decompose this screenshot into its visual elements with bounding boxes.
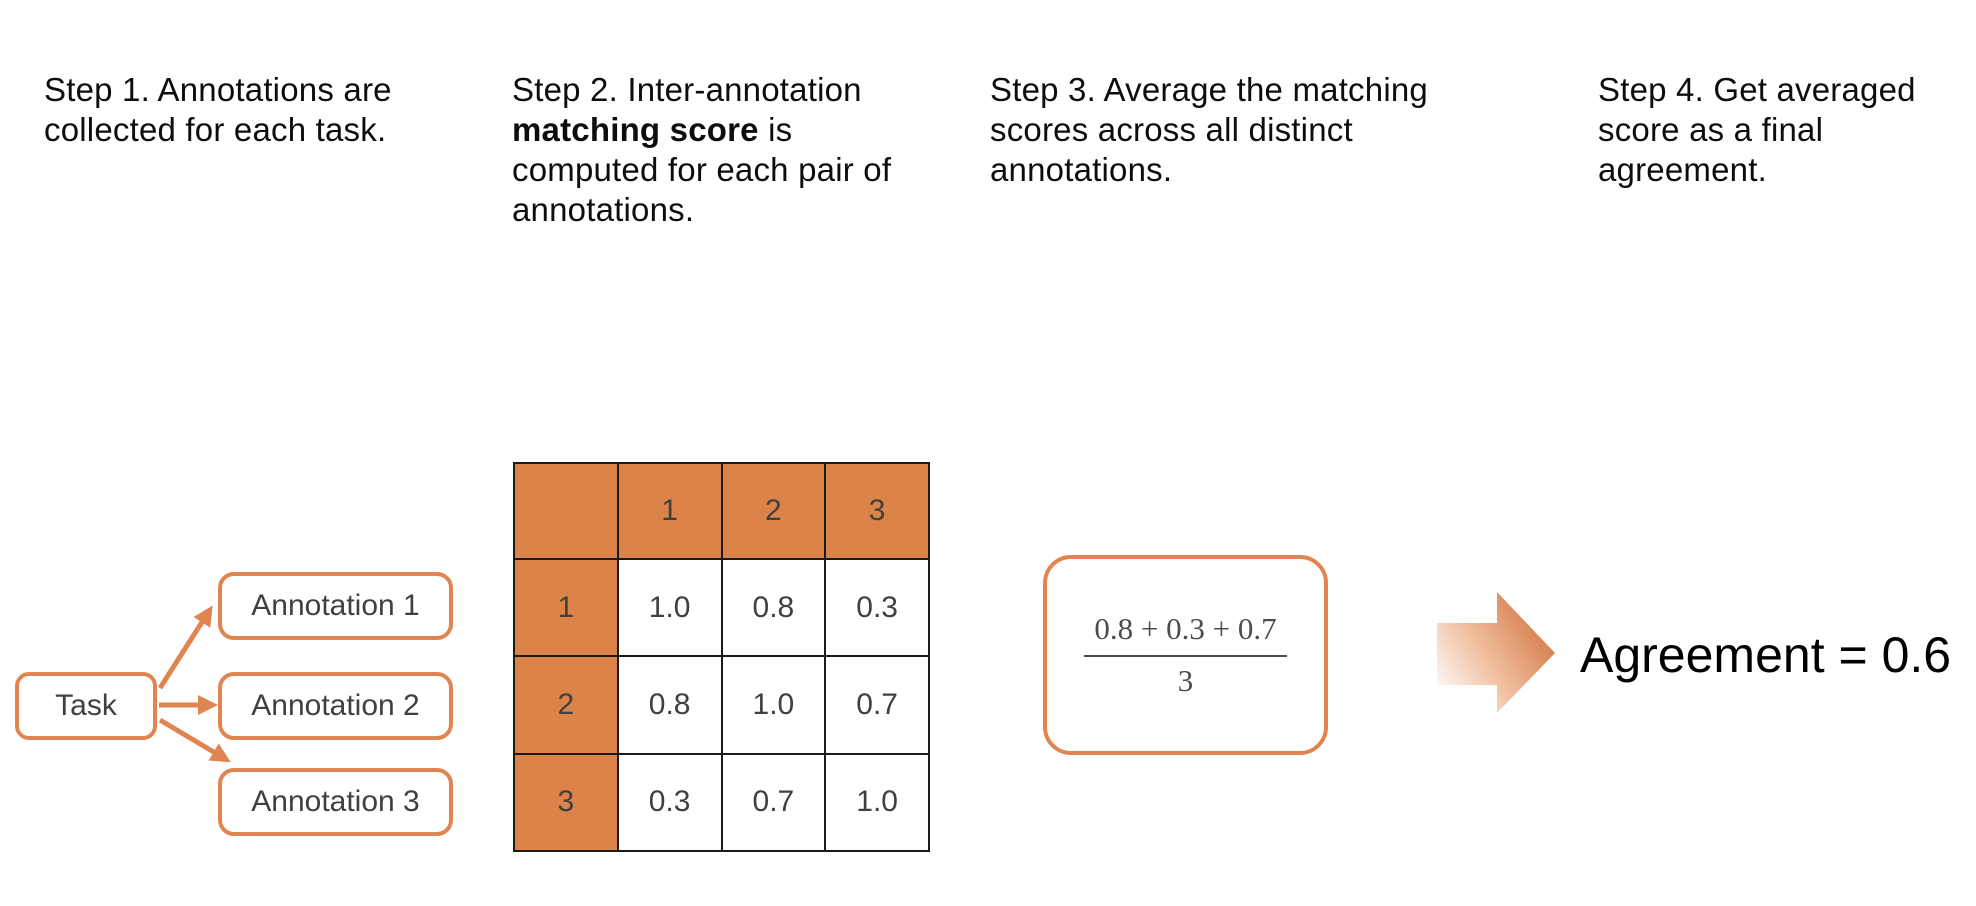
table-cell: 0.7 [720, 752, 827, 853]
step1-caption-line: collected for each task. [44, 111, 387, 148]
step2-caption-line: Step 2. Inter-annotation [512, 71, 862, 108]
table-cell: 0.8 [616, 655, 723, 755]
average-formula-box: 0.8 + 0.3 + 0.7 3 [1043, 555, 1328, 755]
table-cell: 0.8 [720, 558, 827, 658]
table-row: 2 0.8 1.0 0.7 [513, 655, 930, 755]
task-node-label: Task [55, 689, 117, 722]
step2-caption-line: matching score is [512, 110, 891, 150]
table-cell: 1.0 [720, 655, 827, 755]
matching-score-table: 1 2 3 1 1.0 0.8 0.3 2 0.8 1.0 0.7 3 0.3 … [513, 461, 930, 853]
table-col-header: 3 [824, 461, 930, 561]
table-cell: 1.0 [824, 752, 930, 853]
table-cell: 0.3 [616, 752, 723, 853]
step1-caption: Step 1. Annotations are collected for ea… [44, 70, 392, 150]
step4-caption: Step 4. Get averaged score as a final ag… [1598, 70, 1916, 190]
annotation-node-1-label: Annotation 1 [251, 589, 420, 622]
fraction-denominator: 3 [1177, 663, 1194, 698]
arrow-task-to-annotation-3 [158, 717, 231, 763]
fraction: 0.8 + 0.3 + 0.7 3 [1084, 611, 1287, 699]
table-col-header: 2 [720, 461, 827, 561]
table-row: 1 1.0 0.8 0.3 [513, 558, 930, 658]
step2-caption-line-rest: is [758, 111, 793, 148]
agreement-result-text: Agreement = 0.6 [1580, 627, 1952, 683]
annotation-node-2-label: Annotation 2 [251, 689, 420, 722]
step2-caption-line: computed for each pair of [512, 151, 892, 188]
table-row-header: 3 [513, 752, 619, 853]
annotation-node-3-label: Annotation 3 [251, 785, 420, 818]
step4-caption-line: score as a final [1598, 111, 1824, 148]
table-col-header: 1 [616, 461, 723, 561]
step4-caption-line: agreement. [1598, 151, 1767, 188]
task-to-annotation-arrows [157, 605, 231, 763]
table-cell: 1.0 [616, 558, 723, 658]
step2-caption-line: annotations. [512, 191, 695, 228]
table-cell: 0.3 [824, 558, 930, 658]
task-node: Task [15, 672, 157, 740]
matching-score-emphasis: matching score [512, 111, 759, 148]
step3-caption: Step 3. Average the matching scores acro… [990, 70, 1428, 190]
table-row-header: 2 [513, 655, 619, 755]
fraction-numerator: 0.8 + 0.3 + 0.7 [1084, 611, 1287, 657]
step1-caption-line: Step 1. Annotations are [44, 71, 392, 108]
table-corner-cell [513, 461, 619, 561]
table-row: 3 0.3 0.7 1.0 [513, 752, 930, 853]
step3-caption-line: annotations. [990, 151, 1173, 188]
table-cell: 0.7 [824, 655, 930, 755]
annotation-node-2: Annotation 2 [218, 672, 453, 740]
arrow-task-to-annotation-1 [157, 605, 213, 690]
annotation-node-1: Annotation 1 [218, 572, 453, 640]
step4-caption-line: Step 4. Get averaged [1598, 71, 1916, 108]
table-header-row: 1 2 3 [513, 461, 930, 561]
annotation-node-3: Annotation 3 [218, 768, 453, 836]
result-block-arrow [1437, 592, 1555, 713]
table-row-header: 1 [513, 558, 619, 658]
step2-caption: Step 2. Inter-annotation matching score … [512, 70, 891, 230]
step3-caption-line: Step 3. Average the matching [990, 71, 1428, 108]
step3-caption-line: scores across all distinct [990, 111, 1353, 148]
